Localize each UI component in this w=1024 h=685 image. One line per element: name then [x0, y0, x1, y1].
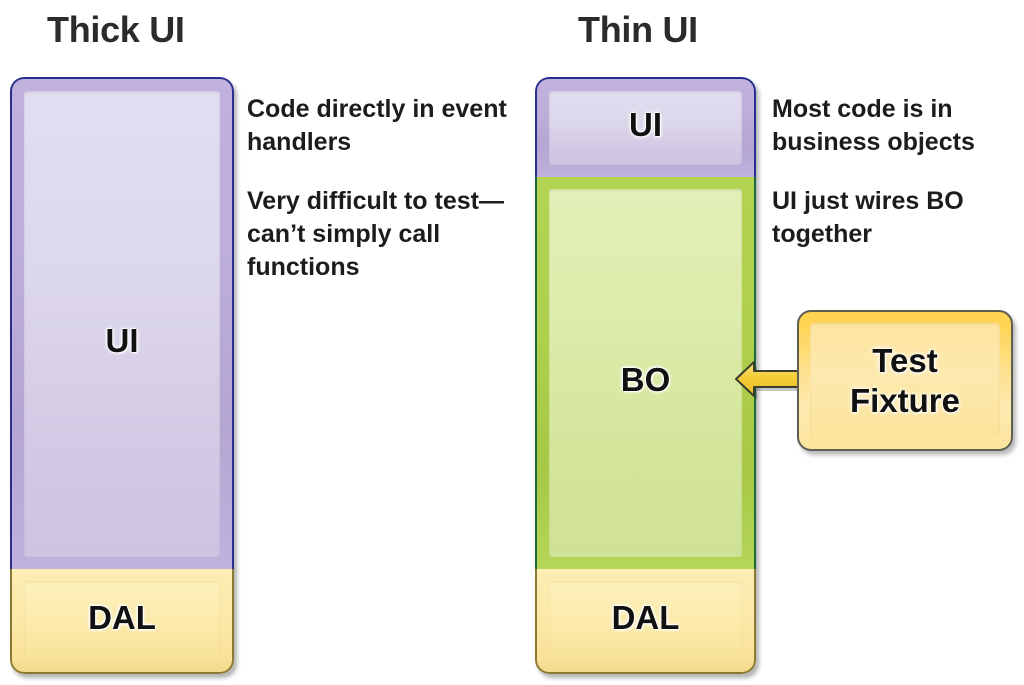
notes-thin-ui: Most code is in business objects UI just… [772, 93, 1022, 251]
layer-thin-dal: DAL [535, 569, 756, 674]
left-arrow-icon [735, 361, 801, 400]
layer-thin-bo: BO [535, 177, 756, 569]
layer-thick-ui: UI [10, 77, 234, 569]
note-item: UI just wires BO together [772, 187, 964, 248]
layer-inset-panel [549, 91, 742, 165]
layer-inset-panel [24, 91, 220, 557]
callout-inset-panel [810, 323, 1000, 438]
layer-label-bo: BO [620, 361, 671, 398]
layer-label-dal: DAL [88, 599, 156, 636]
callout-label: Test Fixture [799, 341, 1011, 421]
layer-thin-ui: UI [535, 77, 756, 177]
layer-inset-panel [549, 581, 742, 660]
note-item: Code directly in event handlers [247, 95, 507, 156]
column-title-thick-ui: Thick UI [47, 9, 185, 50]
layer-label-dal: DAL [611, 599, 680, 636]
layer-inset-panel [549, 189, 742, 557]
layer-label-ui: UI [629, 106, 662, 143]
notes-thick-ui: Code directly in event handlers Very dif… [247, 93, 509, 284]
thin-ui-stack: UI BO DAL [535, 77, 756, 674]
note-item: Very difficult to test—can’t simply call… [247, 187, 504, 281]
column-title-thin-ui: Thin UI [578, 9, 698, 50]
note-item: Most code is in business objects [772, 95, 975, 156]
layer-inset-panel [24, 581, 220, 660]
thick-ui-stack: UI DAL [10, 77, 234, 674]
test-fixture-callout[interactable]: Test Fixture [797, 310, 1013, 451]
callout-label-line1: Test [872, 341, 938, 379]
layer-thick-dal: DAL [10, 569, 234, 674]
layer-label-ui: UI [105, 322, 139, 359]
callout-label-line2: Fixture [849, 381, 961, 419]
